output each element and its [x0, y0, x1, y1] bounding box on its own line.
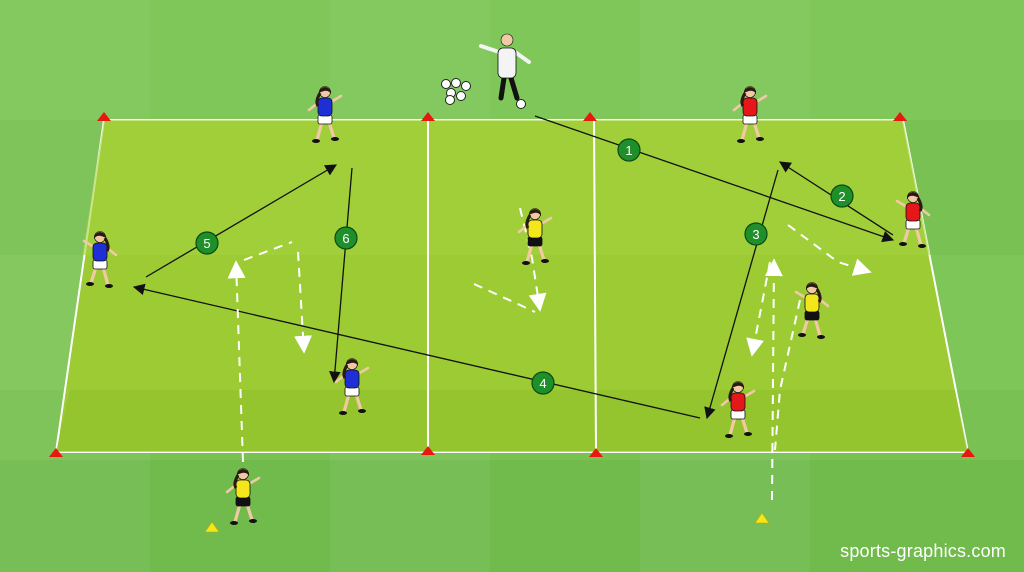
pass-marker-label: 6: [342, 231, 349, 246]
watermark: sports-graphics.com: [840, 541, 1006, 561]
blue-player-left: [82, 231, 118, 288]
yellow-cone: [754, 512, 770, 524]
blue-player-top: [307, 86, 343, 143]
run-path-center-2: [473, 283, 536, 313]
cone: [961, 448, 975, 457]
pass-marker-label: 3: [752, 227, 759, 242]
coach: [479, 33, 531, 101]
blue-player-bottom: [334, 358, 370, 415]
red-player-bottom: [720, 381, 756, 438]
pass-marker-3: 3: [744, 222, 768, 246]
cone: [893, 112, 907, 121]
red-player-right: [895, 191, 931, 248]
red-player-top: [732, 86, 768, 143]
cone: [583, 112, 597, 121]
pass-markers: 1 2 3 4 5 6: [195, 138, 854, 395]
zone-line-right: [593, 119, 597, 453]
pass-marker-4: 4: [531, 371, 555, 395]
pass-1-line: [534, 115, 895, 243]
cone: [589, 448, 603, 457]
pass-marker-label: 5: [203, 236, 210, 251]
playing-area: [54, 119, 970, 453]
run-path-left-zigzag: [243, 241, 293, 261]
ball-pile: [441, 78, 526, 109]
pass-marker-6: 6: [334, 226, 358, 250]
players: [82, 33, 931, 525]
pass-marker-5: 5: [195, 231, 219, 255]
run-path-left-zigzag: [294, 251, 313, 354]
pass-marker-label: 4: [539, 376, 546, 391]
cone: [421, 112, 435, 121]
yellow-player-bottom-left: [225, 468, 261, 525]
yellow-player-center: [517, 208, 553, 265]
pass-marker-1: 1: [617, 138, 641, 162]
ball: [516, 99, 526, 109]
cone: [421, 446, 435, 455]
run-paths: [227, 207, 872, 501]
pass-marker-label: 1: [625, 143, 632, 158]
run-path-right-up: [764, 258, 783, 501]
pass-3-line: [704, 169, 779, 420]
cone: [49, 448, 63, 457]
run-path-center: [519, 207, 547, 312]
cones: [49, 112, 975, 533]
run-path-right-2: [787, 224, 872, 276]
pass-4-line: [132, 283, 701, 419]
pass-6-line: [329, 167, 353, 384]
run-path-right-3: [774, 299, 801, 451]
yellow-cone: [204, 521, 220, 533]
pass-5-line: [145, 164, 338, 278]
yellow-player-right: [794, 282, 830, 339]
cone: [97, 112, 111, 121]
pass-marker-label: 2: [838, 189, 845, 204]
pass-marker-2: 2: [830, 184, 854, 208]
run-path-bottom-left: [227, 260, 246, 463]
